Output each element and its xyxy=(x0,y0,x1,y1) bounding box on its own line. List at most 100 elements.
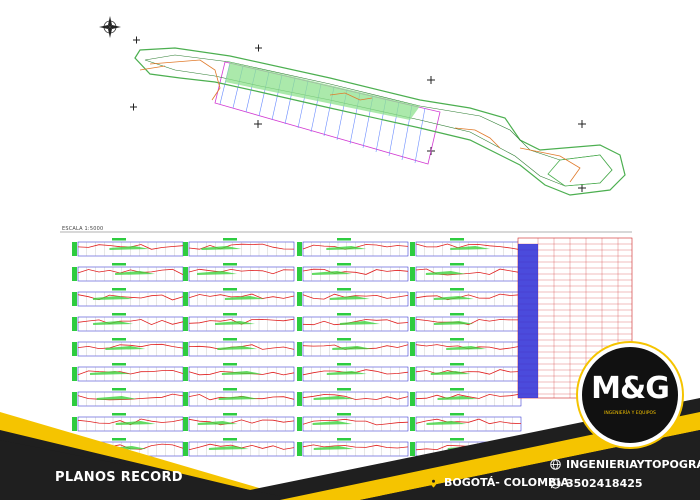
profile-fill-green xyxy=(221,371,262,375)
profile-label-bar xyxy=(297,317,302,331)
profile-label-bar xyxy=(297,292,302,306)
profile-fill-green xyxy=(326,246,367,250)
location-contact: BOGOTÁ- COLOMBIA xyxy=(428,476,569,489)
profile-label-bar xyxy=(183,317,188,331)
profile-tag xyxy=(337,413,351,416)
profile-tag xyxy=(450,438,464,441)
whatsapp-icon xyxy=(550,478,561,489)
profile-tag xyxy=(450,413,464,416)
profile-label-bar xyxy=(72,342,77,356)
profile-line-red xyxy=(188,243,295,250)
profile-line-red xyxy=(415,293,522,301)
profile-label-bar xyxy=(72,242,77,256)
profile-tag xyxy=(112,263,126,266)
profile-label-bar xyxy=(410,292,415,306)
profile-fill-green xyxy=(433,321,474,325)
profile-label-bar xyxy=(410,317,415,331)
profile-tag xyxy=(337,388,351,391)
profile-fill-green xyxy=(109,246,150,250)
profile-tag xyxy=(337,363,351,366)
profile-fill-green xyxy=(93,321,134,325)
profile-label-bar xyxy=(72,367,77,381)
compass-rose-icon xyxy=(99,16,121,38)
profile-label-bar xyxy=(183,292,188,306)
map-pin-icon xyxy=(429,477,438,488)
profile-fill-green xyxy=(332,346,373,350)
profile-tag xyxy=(112,388,126,391)
profile-line-red xyxy=(77,343,184,350)
profile-fill-green xyxy=(446,346,487,350)
profile-tag xyxy=(337,438,351,441)
profile-fill-green xyxy=(450,246,491,250)
profile-line-red xyxy=(188,268,295,275)
website-contact[interactable]: INGENIERIAYTOPOGRAFIA.CO xyxy=(550,458,700,471)
profile-label-bar xyxy=(410,392,415,406)
profile-tag xyxy=(450,288,464,291)
phone-contact[interactable]: 3502418425 xyxy=(550,477,643,490)
profile-line-red xyxy=(415,243,522,251)
profile-label-bar xyxy=(183,417,188,431)
profile-line-red xyxy=(77,319,184,326)
profile-line-red xyxy=(77,268,184,275)
profile-label-bar xyxy=(183,442,188,456)
profile-tag xyxy=(223,338,237,341)
profile-label-bar xyxy=(297,442,302,456)
logo-subtitle: INGENIERÍA Y EQUIPOS xyxy=(604,411,656,416)
globe-icon xyxy=(550,459,561,470)
profile-tag xyxy=(337,238,351,241)
profile-tag xyxy=(112,438,126,441)
logo-text: M&G xyxy=(591,371,670,406)
table-index-column xyxy=(518,244,538,398)
profile-label-bar xyxy=(72,417,77,431)
profile-label-bar xyxy=(297,392,302,406)
profile-label-bar xyxy=(297,267,302,281)
existing-features xyxy=(139,59,581,183)
banner-title: PLANOS RECORD xyxy=(55,470,183,485)
profile-tag xyxy=(112,413,126,416)
profile-tag xyxy=(112,288,126,291)
profile-fill-green xyxy=(201,246,242,250)
profile-line-red xyxy=(77,369,184,376)
profile-label-bar xyxy=(297,367,302,381)
profile-label-bar xyxy=(410,342,415,356)
profile-label-bar xyxy=(410,442,415,456)
road-alignment-outline xyxy=(134,47,626,196)
profile-tag xyxy=(450,363,464,366)
profile-fill-green xyxy=(92,296,133,300)
profile-line-red xyxy=(302,319,409,326)
profile-label-bar xyxy=(183,392,188,406)
profile-fill-green xyxy=(425,271,466,275)
profile-fill-green xyxy=(105,346,146,350)
profile-label-bar xyxy=(72,292,77,306)
profile-label-bar xyxy=(410,242,415,256)
profile-label-bar xyxy=(183,242,188,256)
profile-label-bar xyxy=(410,267,415,281)
profile-tag xyxy=(112,238,126,241)
profile-tag xyxy=(223,438,237,441)
profile-tag xyxy=(223,413,237,416)
profile-tag xyxy=(450,313,464,316)
profile-fill-green xyxy=(339,321,380,325)
profile-fill-green xyxy=(430,371,471,375)
profile-label-bar xyxy=(183,367,188,381)
profile-line-red xyxy=(302,268,409,275)
profile-tag xyxy=(112,338,126,341)
profile-fill-green xyxy=(437,396,478,400)
profile-label-bar xyxy=(72,317,77,331)
profile-tag xyxy=(450,338,464,341)
profile-fill-green xyxy=(312,421,353,425)
profile-tag xyxy=(450,388,464,391)
profile-fill-green xyxy=(313,446,354,450)
profile-tag xyxy=(112,313,126,316)
phone-text[interactable]: 3502418425 xyxy=(566,477,643,490)
profile-line-red xyxy=(188,293,295,299)
profile-tag xyxy=(223,288,237,291)
profile-label-bar xyxy=(297,342,302,356)
website-text[interactable]: INGENIERIAYTOPOGRAFIA.CO xyxy=(566,458,700,471)
profile-fill-green xyxy=(326,371,367,375)
profile-fill-green xyxy=(313,396,354,400)
location-text: BOGOTÁ- COLOMBIA xyxy=(444,476,570,489)
profile-fill-green xyxy=(215,321,256,325)
profile-tag xyxy=(223,313,237,316)
